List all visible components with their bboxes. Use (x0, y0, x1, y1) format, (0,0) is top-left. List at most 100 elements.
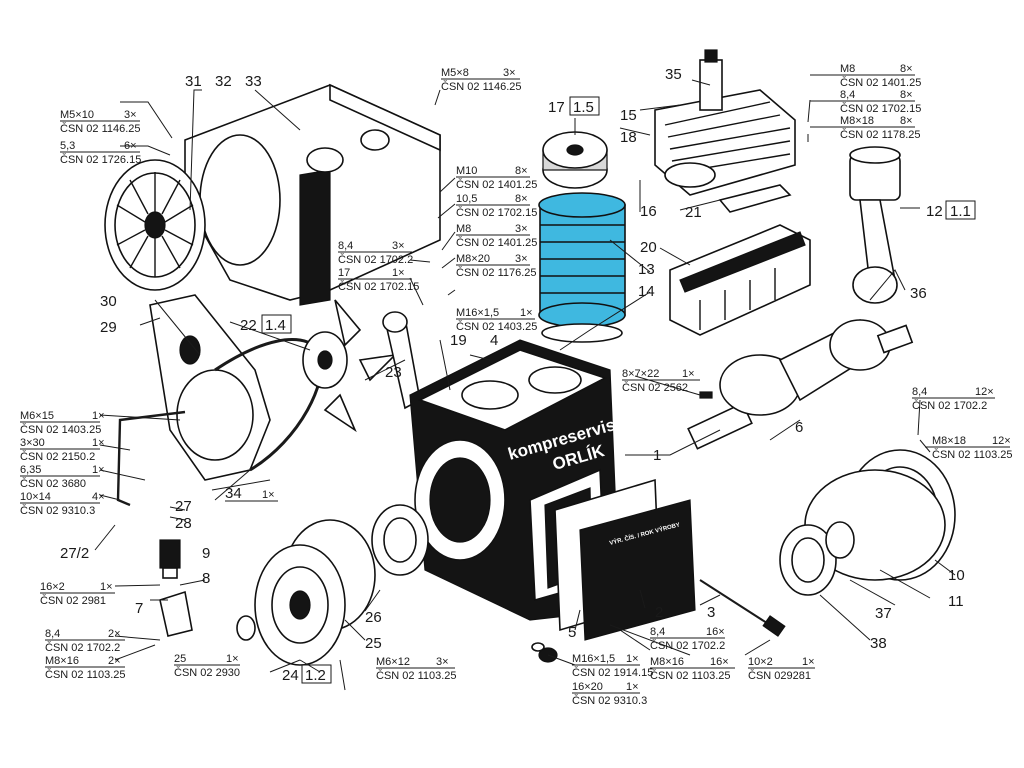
callout-numbers: 1 2 3 4 5 6 7 8 9 10 11 12 1.1 13 14 15 … (60, 66, 976, 684)
svg-text:ČSN 02 9310.3: ČSN 02 9310.3 (572, 694, 647, 707)
callout-24: 24 (282, 667, 299, 684)
callout-3: 3 (707, 604, 715, 621)
spec-c1: M10 8× ČSN 02 1401.25 (456, 165, 537, 191)
callout-4: 4 (490, 332, 498, 349)
svg-text:3×: 3× (436, 656, 449, 668)
svg-text:3×: 3× (515, 223, 528, 235)
svg-text:4×: 4× (92, 491, 105, 503)
callout-25: 25 (365, 635, 382, 652)
callout-22: 22 (240, 317, 257, 334)
svg-text:8×: 8× (900, 115, 913, 127)
svg-text:M8×16: M8×16 (45, 655, 79, 667)
svg-text:ČSN 029281: ČSN 029281 (748, 669, 811, 682)
svg-text:1×: 1× (626, 653, 639, 665)
svg-text:ČSN 02 1702.2: ČSN 02 1702.2 (45, 641, 120, 654)
svg-text:ČSN 02 1702.2: ČSN 02 1702.2 (912, 399, 987, 412)
callout-15: 15 (620, 107, 637, 124)
svg-text:1×: 1× (392, 267, 405, 279)
svg-text:ČSN 02 1103.25: ČSN 02 1103.25 (932, 448, 1013, 461)
svg-text:2×: 2× (108, 655, 121, 667)
callout-33: 33 (245, 73, 262, 90)
bearing-cover (254, 519, 376, 666)
spec-n1: 8,4 16× ČSN 02 1702.2 (650, 626, 725, 652)
spec-labels: M5×8 3× ČSN 02 1146.25 M5×10 3× ČSN 02 1… (20, 63, 1013, 707)
callout-29: 29 (100, 319, 117, 336)
svg-text:2×: 2× (108, 628, 121, 640)
callout-10: 10 (948, 567, 965, 584)
svg-text:1×: 1× (626, 681, 639, 693)
svg-text:17: 17 (338, 267, 350, 279)
callout-17-group: 17 1.5 (548, 96, 600, 116)
svg-text:M8: M8 (840, 63, 855, 75)
callout-7: 7 (135, 600, 143, 617)
callout-16: 16 (640, 203, 657, 220)
spec-d2: 17 1× ČSN 02 1702.15 (338, 267, 419, 293)
svg-text:ČSN 02 1103.25: ČSN 02 1103.25 (650, 669, 731, 682)
spec-d1: 8,4 3× ČSN 02 1702.2 (338, 240, 413, 266)
svg-text:8,4: 8,4 (840, 89, 855, 101)
spec-h2: 3×30 1× ČSN 02 2150.2 (20, 437, 105, 463)
callout-27-2: 27/2 (60, 545, 89, 562)
svg-text:6×: 6× (124, 140, 137, 152)
svg-text:ČSN 02 9310.3: ČSN 02 9310.3 (20, 504, 95, 517)
svg-text:M5×8: M5×8 (441, 67, 469, 79)
callout-17-box: 1.5 (573, 99, 594, 116)
svg-text:M5×10: M5×10 (60, 109, 94, 121)
svg-text:3×30: 3×30 (20, 437, 45, 449)
main-bearing-left (371, 504, 429, 576)
svg-text:8,4: 8,4 (650, 626, 665, 638)
svg-text:10×2: 10×2 (748, 656, 773, 668)
drain-fitting (159, 590, 193, 637)
svg-text:ČSN 02 1401.25: ČSN 02 1401.25 (456, 236, 537, 249)
spec-p1: 1× (225, 489, 278, 502)
spec-o1: 10×2 1× ČSN 029281 (748, 656, 815, 682)
svg-text:ČSN 02 2981: ČSN 02 2981 (40, 594, 106, 607)
svg-text:8×7×22: 8×7×22 (622, 368, 659, 380)
spec-h4: 10×14 4× ČSN 02 9310.3 (20, 491, 105, 517)
circlip (236, 615, 256, 641)
leader-lines (94, 79, 956, 691)
svg-text:ČSN 02 1914.15: ČSN 02 1914.15 (572, 666, 653, 679)
svg-text:ČSN 02 1146.25: ČSN 02 1146.25 (441, 80, 522, 93)
callout-12-box: 1.1 (950, 203, 971, 220)
spec-h1: M6×15 1× ČSN 02 1403.25 (20, 410, 105, 436)
cylinder-highlighted (538, 192, 626, 328)
spec-e2: 8,4 8× ČSN 02 1702.15 (810, 89, 921, 115)
svg-text:ČSN 02 1401.25: ČSN 02 1401.25 (456, 178, 537, 191)
svg-text:8×: 8× (515, 165, 528, 177)
callout-9: 9 (202, 545, 210, 562)
callout-12: 12 (926, 203, 943, 220)
svg-text:ČSN 02 2150.2: ČSN 02 2150.2 (20, 450, 95, 463)
feather-key (699, 391, 713, 399)
spec-c4: M8×20 3× ČSN 02 1176.25 (456, 253, 537, 279)
svg-text:M8: M8 (456, 223, 471, 235)
callout-13: 13 (638, 261, 655, 278)
spec-n2: M8×16 16× ČSN 02 1103.25 (650, 656, 735, 682)
svg-text:ČSN 02 2562: ČSN 02 2562 (622, 381, 688, 394)
spec-m1: M16×1,5 1× ČSN 02 1914.15 (572, 653, 653, 679)
callout-17: 17 (548, 99, 565, 116)
callout-6: 6 (795, 419, 803, 436)
spec-l1: M6×12 3× ČSN 02 1103.25 (376, 656, 457, 682)
spec-c5: M16×1,5 1× ČSN 02 1403.25 (456, 307, 537, 333)
callout-21: 21 (685, 204, 702, 221)
callout-26: 26 (365, 609, 382, 626)
spec-m2: 16×20 1× ČSN 02 9310.3 (572, 681, 647, 707)
svg-text:5,3: 5,3 (60, 140, 75, 152)
svg-text:ČSN 02 3680: ČSN 02 3680 (20, 477, 86, 490)
svg-text:1×: 1× (520, 307, 533, 319)
spec-b1: M5×10 3× ČSN 02 1146.25 (60, 109, 141, 135)
svg-text:ČSN 02 1146.25: ČSN 02 1146.25 (60, 122, 141, 135)
oil-filler (159, 539, 181, 579)
callout-24-box: 1.2 (305, 667, 326, 684)
svg-text:ČSN 02 1176.25: ČSN 02 1176.25 (456, 266, 537, 279)
fan-pulley (302, 299, 398, 433)
svg-text:M10: M10 (456, 165, 477, 177)
valve-disc (542, 131, 608, 189)
svg-text:8,4: 8,4 (338, 240, 353, 252)
svg-text:ČSN 02 1702.15: ČSN 02 1702.15 (456, 206, 537, 219)
svg-text:1×: 1× (262, 489, 275, 501)
spec-e1: M8 8× ČSN 02 1401.25 (810, 63, 921, 89)
spec-j2: M8×16 2× ČSN 02 1103.25 (45, 655, 126, 681)
